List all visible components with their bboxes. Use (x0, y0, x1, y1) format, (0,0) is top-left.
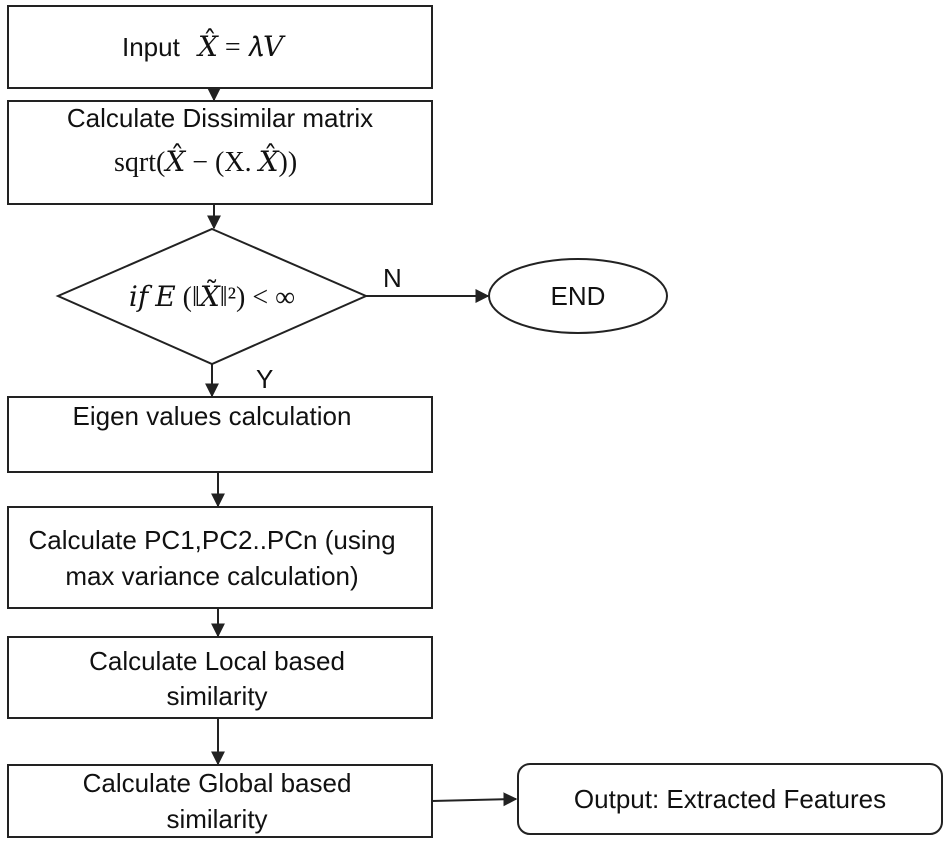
output-box (517, 763, 943, 835)
local-line2: similarity (166, 681, 267, 711)
input-formula: 𝑋̂ = 𝜆𝑉 (196, 29, 286, 63)
no-label: N (383, 263, 402, 293)
pc-line2: max variance calculation) (65, 561, 358, 591)
eigen-box (7, 396, 433, 473)
input-box (7, 5, 433, 89)
arrow-global-to-output (431, 792, 518, 807)
pc-box (7, 506, 433, 609)
eigen-label: Eigen values calculation (73, 401, 352, 431)
input-label: Input (122, 32, 181, 62)
output-label: Output: Extracted Features (574, 784, 886, 814)
global-similarity-box (7, 764, 433, 838)
dissimilar-matrix-box (7, 100, 433, 205)
pc-line1: Calculate PC1,PC2..PCn (using (28, 525, 395, 555)
end-terminator (488, 258, 668, 334)
global-line2: similarity (166, 804, 267, 834)
end-label: END (551, 281, 606, 311)
local-line1: Calculate Local based (89, 646, 345, 676)
decision-condition: 𝑖𝑓 𝐸 (‖𝑋̃‖²) < ∞ (129, 279, 295, 313)
yes-label: Y (256, 364, 273, 394)
dissimilar-formula: sqrt(𝑋̂ − (X. 𝑋̂)) (114, 144, 297, 178)
dissimilar-title: Calculate Dissimilar matrix (67, 103, 373, 133)
local-similarity-box (7, 636, 433, 719)
global-line1: Calculate Global based (83, 768, 352, 798)
